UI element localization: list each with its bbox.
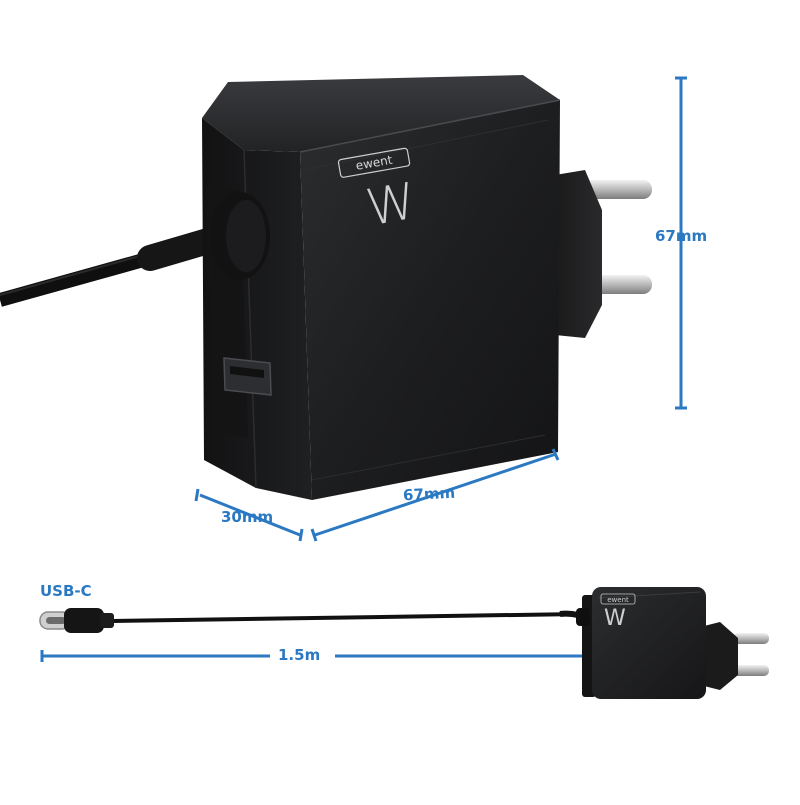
charger-cable: [0, 223, 238, 307]
small-brand-monogram: W: [604, 606, 626, 631]
brand-wordmark: ewent: [355, 153, 394, 173]
usb-c-cable: [111, 610, 594, 623]
depth-dimension: [194, 488, 304, 542]
eu-plug-pins-icon: [555, 170, 652, 338]
width-label: 67mm: [402, 483, 456, 505]
brand-monogram: W: [362, 172, 421, 238]
small-brand-wordmark: ewent: [607, 596, 629, 604]
height-dimension: [675, 76, 687, 410]
width-dimension: [310, 448, 560, 542]
small-charger: ewent W: [576, 587, 769, 699]
usb-c-label: USB-C: [40, 582, 92, 600]
charger-body: [202, 75, 561, 500]
usb-c-plug-icon: [39, 608, 114, 633]
ewent-logo-icon: ewent W: [337, 147, 421, 238]
usb-a-port-icon: [223, 357, 272, 396]
cable-length-label: 1.5m: [278, 646, 321, 664]
height-label: 67mm: [655, 227, 708, 245]
depth-label: 30mm: [221, 508, 274, 526]
